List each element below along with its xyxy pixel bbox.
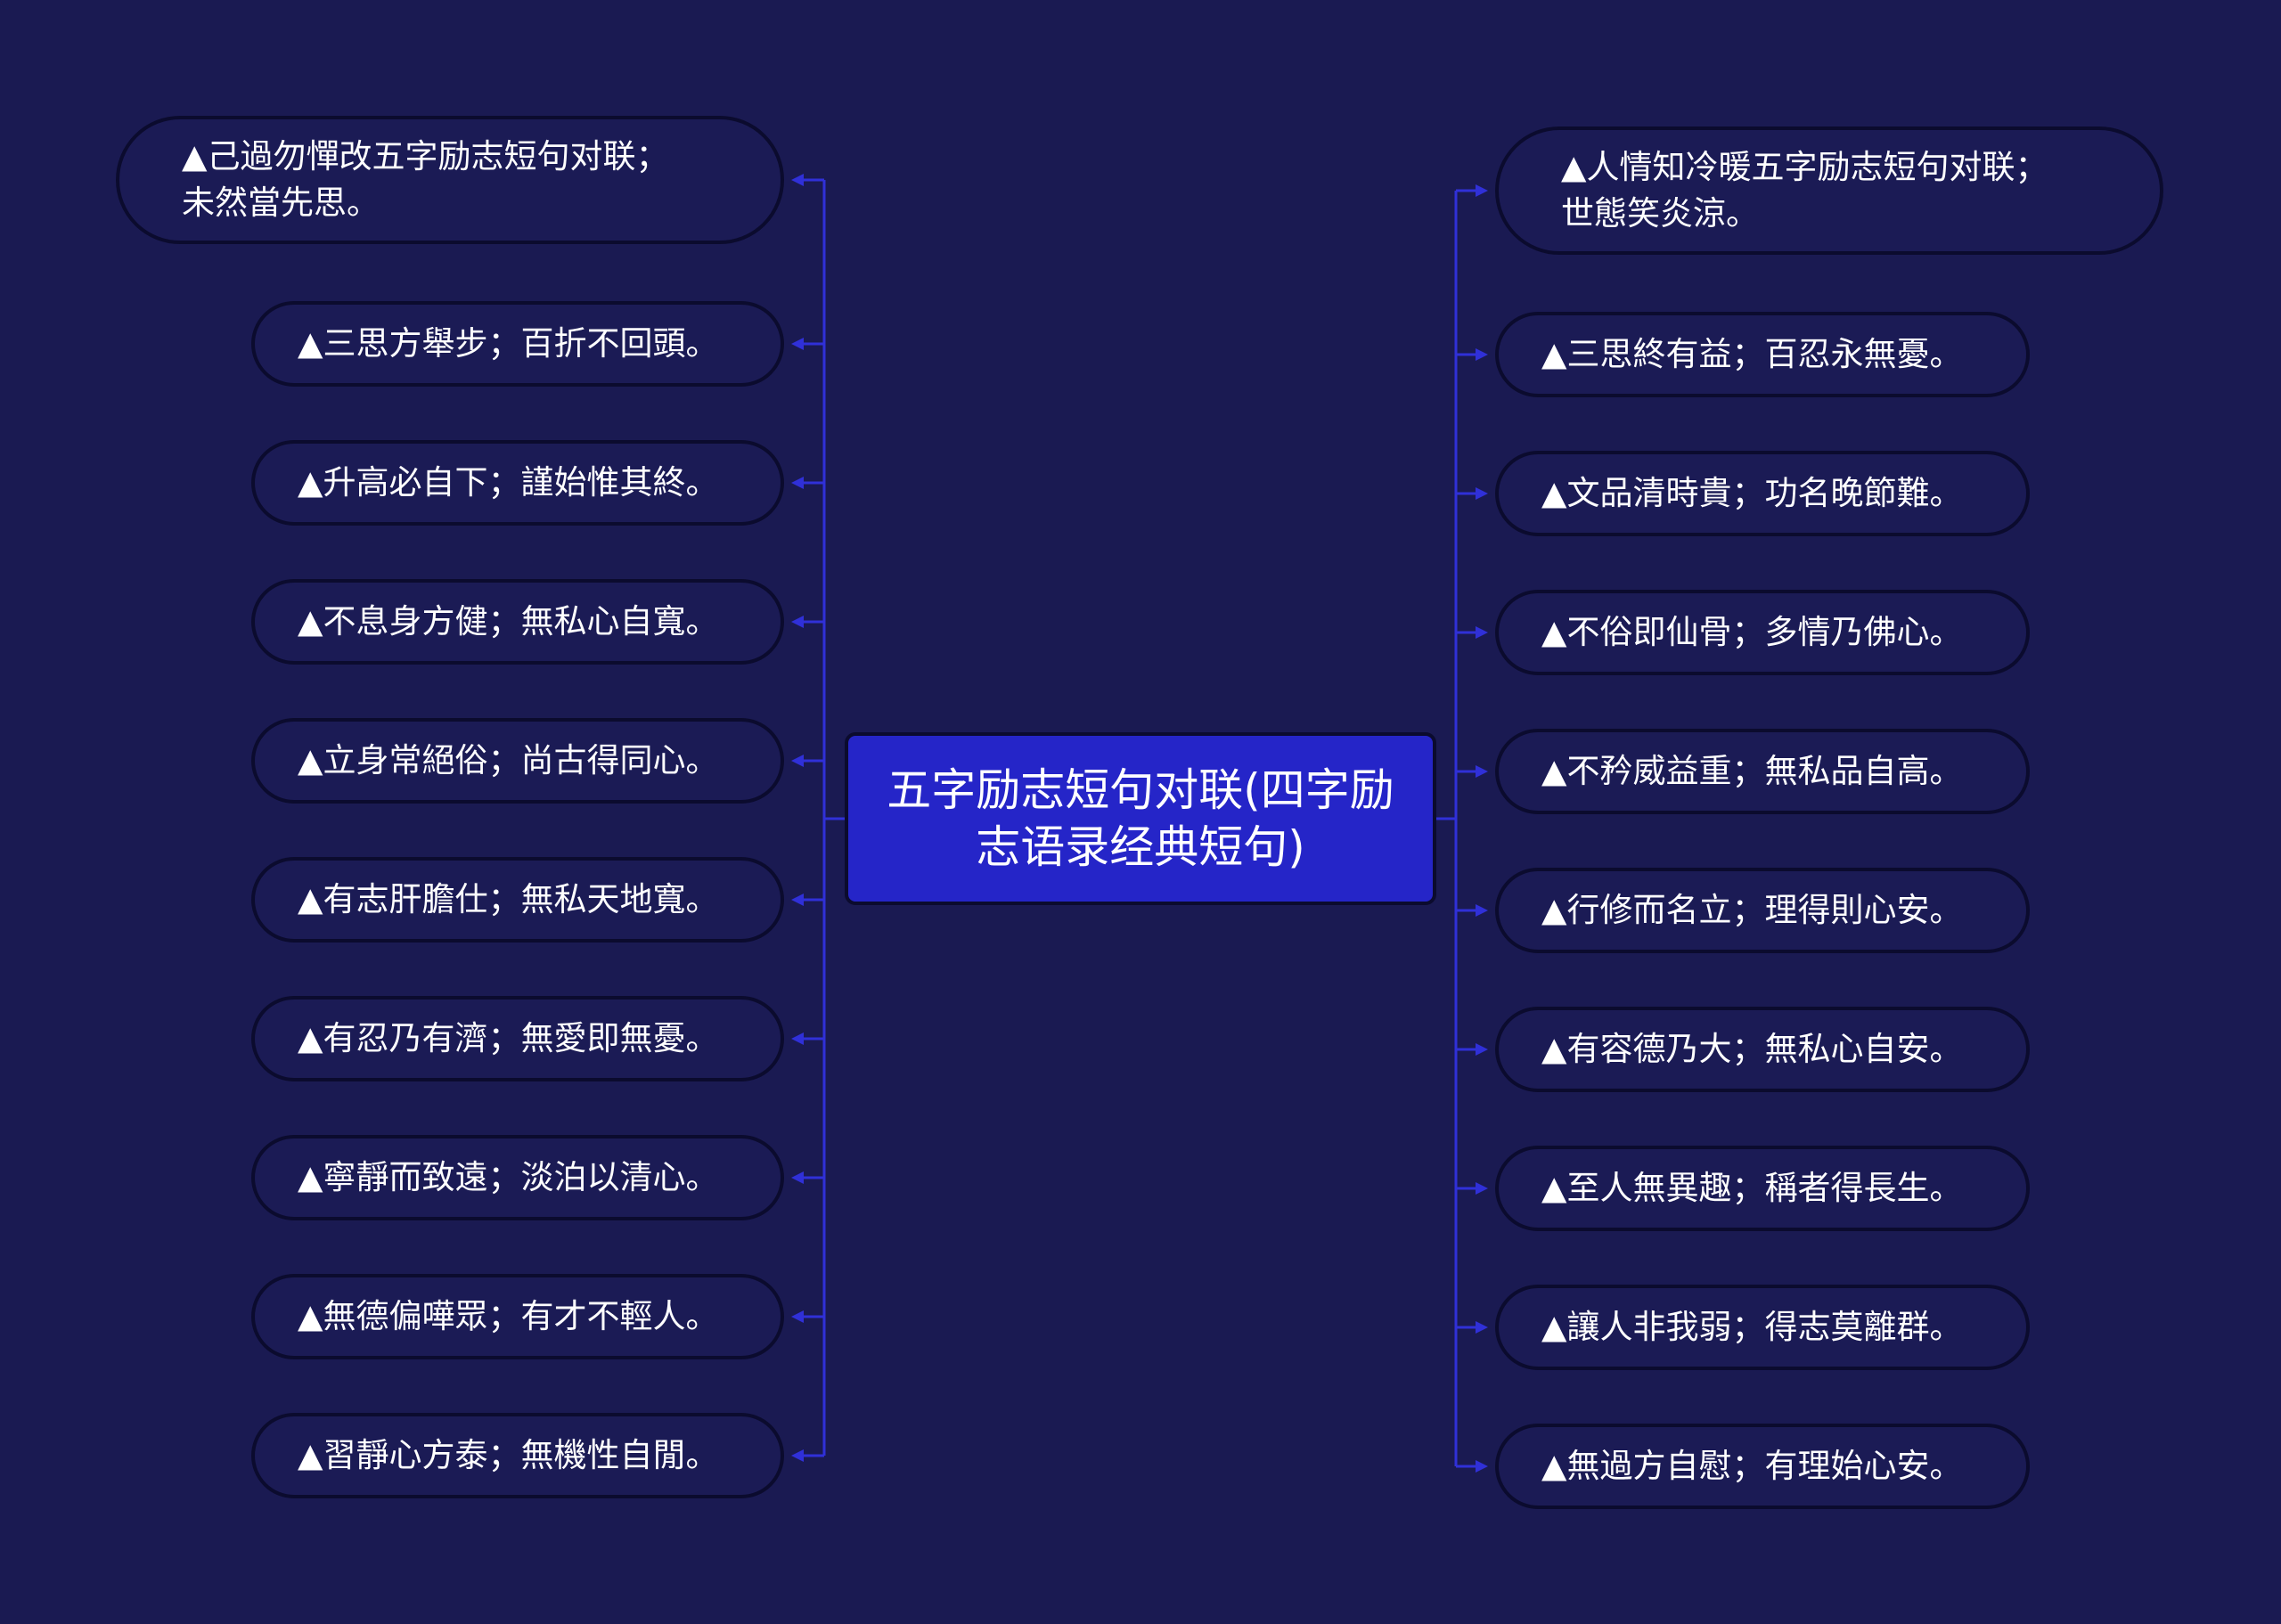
left-connector bbox=[791, 1171, 824, 1184]
right-connector bbox=[1456, 487, 1488, 500]
right-branch-node[interactable]: ▲不矜威益重；無私品自高。 bbox=[1495, 729, 2030, 814]
branch-label: ▲無德偏嘩眾；有才不輕人。 bbox=[298, 1297, 719, 1335]
right-connector bbox=[1456, 1043, 1488, 1056]
left-connector bbox=[791, 338, 824, 350]
left-branch-node[interactable]: ▲無德偏嘩眾；有才不輕人。 bbox=[251, 1274, 784, 1359]
right-branch-node[interactable]: ▲至人無異趣；稱者得長生。 bbox=[1495, 1146, 2030, 1231]
root-topic[interactable]: 五字励志短句对联(四字励 志语录经典短句) bbox=[845, 732, 1436, 905]
left-branch-node[interactable]: ▲習靜心方泰；無機性自閒。 bbox=[251, 1413, 784, 1498]
branch-label: ▲有志肝膽仕；無私天地寬。 bbox=[298, 880, 719, 918]
branch-label: ▲無過方自慰；有理始心安。 bbox=[1541, 1447, 1963, 1485]
right-branch-node[interactable]: ▲無過方自慰；有理始心安。 bbox=[1495, 1424, 2030, 1509]
right-connector bbox=[1456, 626, 1488, 639]
branch-label: ▲立身常絕俗；尚古得同心。 bbox=[298, 741, 719, 779]
left-branch-node[interactable]: ▲寧靜而致遠；淡泊以清心。 bbox=[251, 1135, 784, 1220]
branch-label: ▲三思方舉步；百折不回頭。 bbox=[298, 324, 719, 363]
branch-label: ▲不息身方健；無私心自寬。 bbox=[298, 602, 719, 641]
left-connector bbox=[791, 755, 824, 767]
branch-label: ▲不俗即仙骨；多情乃佛心。 bbox=[1541, 613, 1963, 651]
branch-label: ▲寧靜而致遠；淡泊以清心。 bbox=[298, 1158, 719, 1196]
branch-label: ▲有容德乃大；無私心自安。 bbox=[1541, 1030, 1963, 1068]
left-connector bbox=[791, 616, 824, 628]
left-branch-node[interactable]: ▲三思方舉步；百折不回頭。 bbox=[251, 301, 784, 387]
left-branch-node[interactable]: ▲己過勿憚改五字励志短句对联； 未然當先思。 bbox=[116, 116, 784, 244]
branch-label: ▲行修而名立；理得則心安。 bbox=[1541, 891, 1963, 929]
right-connector bbox=[1456, 1460, 1488, 1473]
left-branch-node[interactable]: ▲升高必自下；謹始惟其終。 bbox=[251, 440, 784, 526]
left-connector bbox=[791, 1310, 824, 1323]
right-connector bbox=[1456, 1182, 1488, 1195]
left-connector bbox=[791, 1449, 824, 1462]
left-branch-node[interactable]: ▲有志肝膽仕；無私天地寬。 bbox=[251, 857, 784, 943]
branch-label: ▲不矜威益重；無私品自高。 bbox=[1541, 752, 1963, 790]
right-connector bbox=[1456, 765, 1488, 778]
branch-label: ▲人情知冷暖五字励志短句对联； 世態笑炎涼。 bbox=[1561, 148, 2048, 233]
left-branch-node[interactable]: ▲有忍乃有濟；無愛即無憂。 bbox=[251, 996, 784, 1081]
branch-label: ▲升高必自下；謹始惟其終。 bbox=[298, 463, 719, 502]
branch-label: ▲三思終有益；百忍永無憂。 bbox=[1541, 335, 1963, 373]
branch-label: ▲讓人非我弱；得志莫離群。 bbox=[1541, 1308, 1963, 1346]
branch-label: ▲己過勿憚改五字励志短句对联； 未然當先思。 bbox=[182, 137, 669, 222]
left-branch-node[interactable]: ▲不息身方健；無私心自寬。 bbox=[251, 579, 784, 665]
right-connector bbox=[1456, 1321, 1488, 1334]
right-branch-node[interactable]: ▲行修而名立；理得則心安。 bbox=[1495, 868, 2030, 953]
branch-label: ▲習靜心方泰；無機性自閒。 bbox=[298, 1436, 719, 1474]
right-branch-node[interactable]: ▲人情知冷暖五字励志短句对联； 世態笑炎涼。 bbox=[1495, 126, 2163, 255]
branch-label: ▲有忍乃有濟；無愛即無憂。 bbox=[298, 1019, 719, 1057]
right-connector bbox=[1456, 904, 1488, 917]
branch-label: ▲文品清時貴；功名晚節難。 bbox=[1541, 474, 1963, 512]
right-branch-node[interactable]: ▲有容德乃大；無私心自安。 bbox=[1495, 1007, 2030, 1092]
branch-label: ▲至人無異趣；稱者得長生。 bbox=[1541, 1169, 1963, 1207]
right-branch-node[interactable]: ▲讓人非我弱；得志莫離群。 bbox=[1495, 1285, 2030, 1370]
left-connector bbox=[791, 477, 824, 489]
right-connector bbox=[1456, 184, 1488, 197]
right-branch-node[interactable]: ▲文品清時貴；功名晚節難。 bbox=[1495, 451, 2030, 536]
right-connector bbox=[1456, 348, 1488, 361]
left-connector bbox=[791, 1032, 824, 1045]
left-connector bbox=[791, 174, 824, 186]
left-connector bbox=[791, 894, 824, 906]
left-branch-node[interactable]: ▲立身常絕俗；尚古得同心。 bbox=[251, 718, 784, 804]
right-branch-node[interactable]: ▲三思終有益；百忍永無憂。 bbox=[1495, 312, 2030, 397]
right-branch-node[interactable]: ▲不俗即仙骨；多情乃佛心。 bbox=[1495, 590, 2030, 675]
